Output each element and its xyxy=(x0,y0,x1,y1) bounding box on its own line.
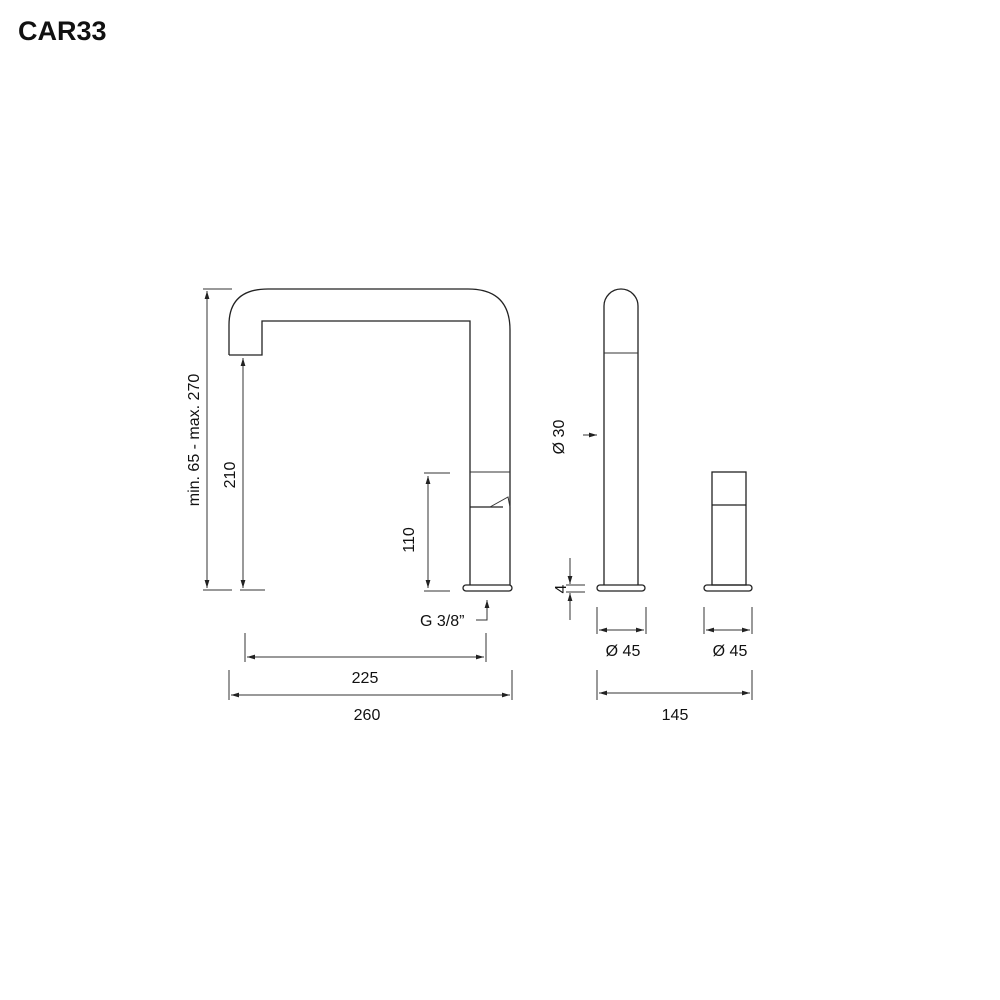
dimension-base-thickness: 4 xyxy=(553,558,585,620)
total-width-label: 260 xyxy=(354,707,381,724)
base-diameter-2-label: Ø 45 xyxy=(713,643,748,660)
dimension-total-width: 260 xyxy=(228,670,513,724)
spout-height-label: 210 xyxy=(222,462,239,489)
dimension-spacing: 145 xyxy=(596,670,753,724)
reach-label: 225 xyxy=(352,670,379,687)
connection-label: G 3/8” xyxy=(420,613,464,630)
dimension-height-range: min. 65 - max. 270 xyxy=(186,288,232,591)
faucet-side-view xyxy=(228,288,513,592)
height-range-label: min. 65 - max. 270 xyxy=(186,374,203,507)
body-diameter-label: Ø 30 xyxy=(551,420,568,455)
connection-callout: G 3/8” xyxy=(420,600,490,630)
base-diameter-1-label: Ø 45 xyxy=(606,643,641,660)
faucet-front-view xyxy=(596,288,646,592)
dimension-reach: 225 xyxy=(244,633,487,687)
dimension-base-diameter-2: Ø 45 xyxy=(703,607,753,660)
dimension-spout-height: 210 xyxy=(222,358,265,591)
base-thickness-label: 4 xyxy=(553,584,570,593)
dimension-handle-height: 110 xyxy=(401,472,450,592)
spacing-label: 145 xyxy=(662,707,689,724)
product-code-title: CAR33 xyxy=(18,16,107,46)
handle-height-label: 110 xyxy=(401,527,418,553)
dimension-body-diameter: Ø 30 xyxy=(551,420,597,455)
dimension-base-diameter-1: Ø 45 xyxy=(596,607,647,660)
mixer-front-view xyxy=(703,471,753,592)
